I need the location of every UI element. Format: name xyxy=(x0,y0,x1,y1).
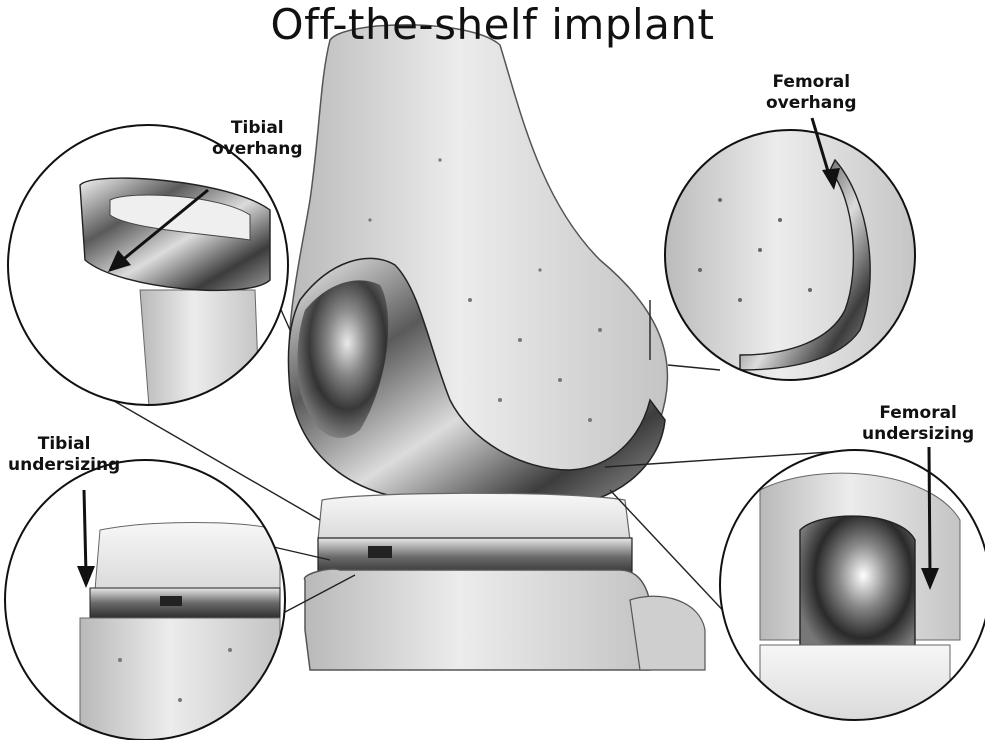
label-line: Tibial xyxy=(8,434,120,455)
label-line: overhang xyxy=(766,93,857,114)
label-line: Femoral xyxy=(766,72,857,93)
label-tibial-overhang: Tibial overhang xyxy=(212,118,303,160)
tibial-insert xyxy=(318,493,630,540)
label-line: Tibial xyxy=(212,118,303,139)
inset-tibial-undersizing xyxy=(0,460,300,740)
tibia-bone xyxy=(304,569,705,670)
inset-femoral-undersizing xyxy=(720,447,985,720)
label-line: undersizing xyxy=(8,455,120,476)
inset-tibial-overhang xyxy=(0,120,300,420)
label-line: Femoral xyxy=(862,403,974,424)
label-line: undersizing xyxy=(862,424,974,445)
label-tibial-undersizing: Tibial undersizing xyxy=(8,434,120,476)
page-title: Off-the-shelf implant xyxy=(0,0,985,50)
inset-femoral-overhang xyxy=(660,118,920,385)
label-femoral-undersizing: Femoral undersizing xyxy=(862,403,974,445)
label-line: overhang xyxy=(212,139,303,160)
label-femoral-overhang: Femoral overhang xyxy=(766,72,857,114)
